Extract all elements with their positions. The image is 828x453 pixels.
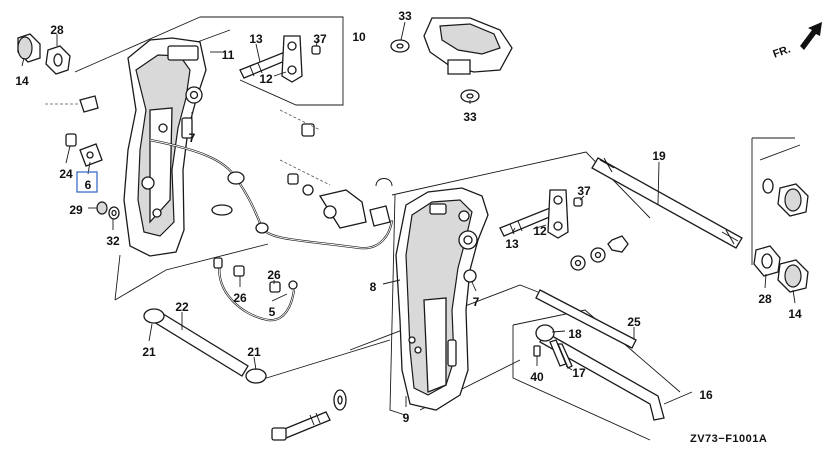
- tilt-lock-lever: [535, 324, 665, 421]
- long-bolt: [271, 389, 347, 441]
- part-callout-c37a: 37: [313, 32, 327, 46]
- highlighted-part-box: [76, 171, 98, 193]
- harness-wires: [45, 95, 394, 322]
- thru-rod: [535, 289, 637, 349]
- part-callout-c14a: 14: [15, 74, 29, 88]
- left-nut-and-cap: [17, 33, 71, 75]
- part-callout-c18: 18: [568, 327, 582, 341]
- part-callout-c13a: 13: [249, 32, 263, 46]
- part-callout-c16: 16: [699, 388, 713, 402]
- part-callout-c5: 5: [269, 305, 276, 319]
- part-callout-c6: 6: [85, 178, 92, 192]
- part-callout-c8: 8: [370, 280, 377, 294]
- part-callout-c12a: 12: [259, 72, 273, 86]
- small-hardware-right: [533, 343, 573, 369]
- upper-thrust-link: [239, 35, 321, 83]
- small-hardware-left: [65, 133, 298, 293]
- part-callout-c33b: 33: [463, 110, 477, 124]
- part-callout-c25: 25: [627, 315, 641, 329]
- swivel-case-boss: [390, 17, 513, 103]
- part-callout-c21b: 21: [247, 345, 261, 359]
- lower-thrust-link: [499, 189, 629, 271]
- assembly-frame-lines: [74, 16, 801, 441]
- front-direction-label: FR.: [771, 43, 792, 60]
- part-callout-c11: 11: [222, 48, 235, 62]
- drawing-code: ZV73−F1001A: [690, 433, 767, 445]
- part-callout-c26a: 26: [233, 291, 247, 305]
- part-callout-c12b: 12: [533, 224, 547, 238]
- part-callout-c32: 32: [106, 234, 120, 248]
- part-callout-c24: 24: [59, 167, 73, 181]
- part-callout-c29: 29: [69, 203, 83, 217]
- left-stern-bracket: [123, 37, 207, 257]
- part-callout-c28a: 28: [50, 23, 64, 37]
- part-callout-c22: 22: [175, 300, 189, 314]
- part-callout-c14b: 14: [788, 307, 802, 321]
- part-callout-c37b: 37: [577, 184, 591, 198]
- part-callout-c33a: 33: [398, 9, 412, 23]
- part-callout-c21a: 21: [142, 345, 156, 359]
- part-callout-c19: 19: [652, 149, 666, 163]
- right-stern-bracket: [395, 187, 489, 411]
- part-callout-c7b: 7: [473, 295, 480, 309]
- part-callout-c28b: 28: [758, 292, 772, 306]
- part-callout-c13b: 13: [505, 237, 519, 251]
- callout-labels: 28 14 11 13 37 10 12 33 33 7 24 629 32 19 37 13 12 7 8 26 26…: [15, 9, 802, 425]
- lower-shaft: [143, 308, 267, 384]
- tilt-switch-hardware: [279, 109, 393, 229]
- part-callout-c9: 9: [403, 411, 410, 425]
- part-callout-c40: 40: [530, 370, 544, 384]
- tilt-rod: [591, 157, 743, 249]
- front-direction-arrow: FR.: [771, 22, 822, 61]
- right-nut-and-cap: [753, 178, 809, 293]
- part-callout-c7a: 7: [189, 131, 196, 145]
- part-callout-c10: 10: [352, 30, 366, 44]
- part-callout-c17: 17: [572, 366, 586, 380]
- part-callout-c26b: 26: [267, 268, 281, 282]
